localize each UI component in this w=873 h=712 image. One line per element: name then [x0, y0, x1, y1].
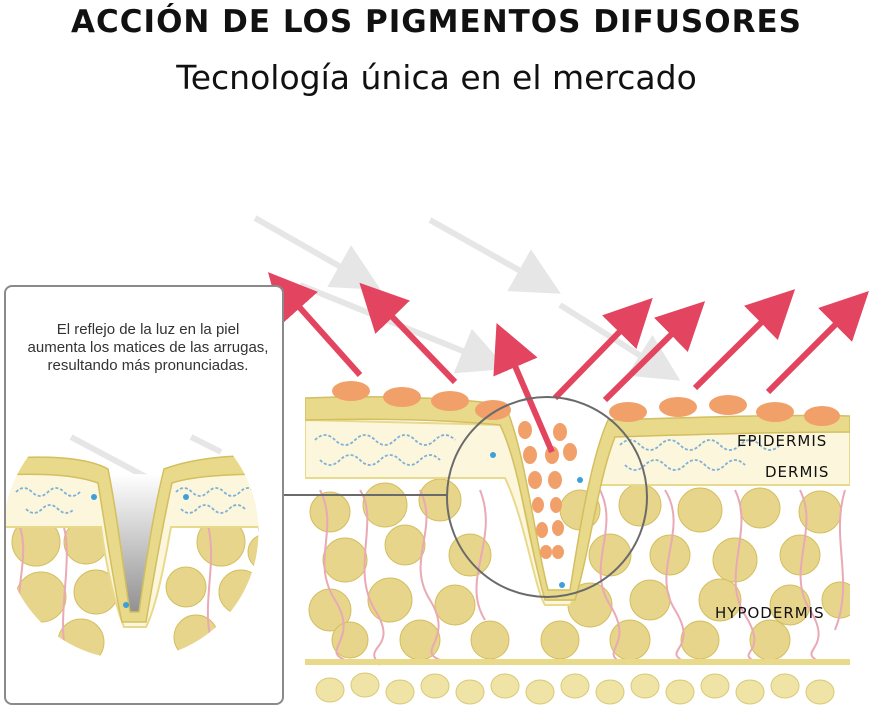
- incoming-light-arrows: [253, 215, 681, 381]
- zoom-wrinkle-illustration: [6, 403, 260, 661]
- page-title: ACCIÓN DE LOS PIGMENTOS DIFUSORES: [71, 4, 802, 40]
- magnifier-circle: [446, 396, 648, 598]
- incoming-light-arrow: [428, 217, 561, 294]
- incoming-light-arrow: [298, 282, 508, 374]
- callout-box: El reflejo de la luz en la piel aumenta …: [4, 285, 284, 705]
- callout-text: El reflejo de la luz en la piel aumenta …: [27, 321, 269, 374]
- incoming-light-arrow: [253, 215, 381, 290]
- reflected-light-arrow: [602, 301, 706, 403]
- reflected-light-arrow: [359, 282, 458, 385]
- page-subtitle: Tecnología única en el mercado: [176, 58, 697, 97]
- diffusing-pigments: [332, 381, 840, 559]
- label-epidermis: EPIDERMIS: [737, 432, 828, 450]
- reflected-light-arrow: [765, 291, 869, 395]
- label-dermis: DERMIS: [765, 463, 830, 481]
- reflected-light-arrow: [692, 289, 796, 391]
- reflected-light-arrow: [552, 297, 653, 401]
- reflected-light-arrow: [268, 272, 363, 377]
- label-hypodermis: HYPODERMIS: [715, 604, 825, 622]
- skin-section: [305, 395, 850, 712]
